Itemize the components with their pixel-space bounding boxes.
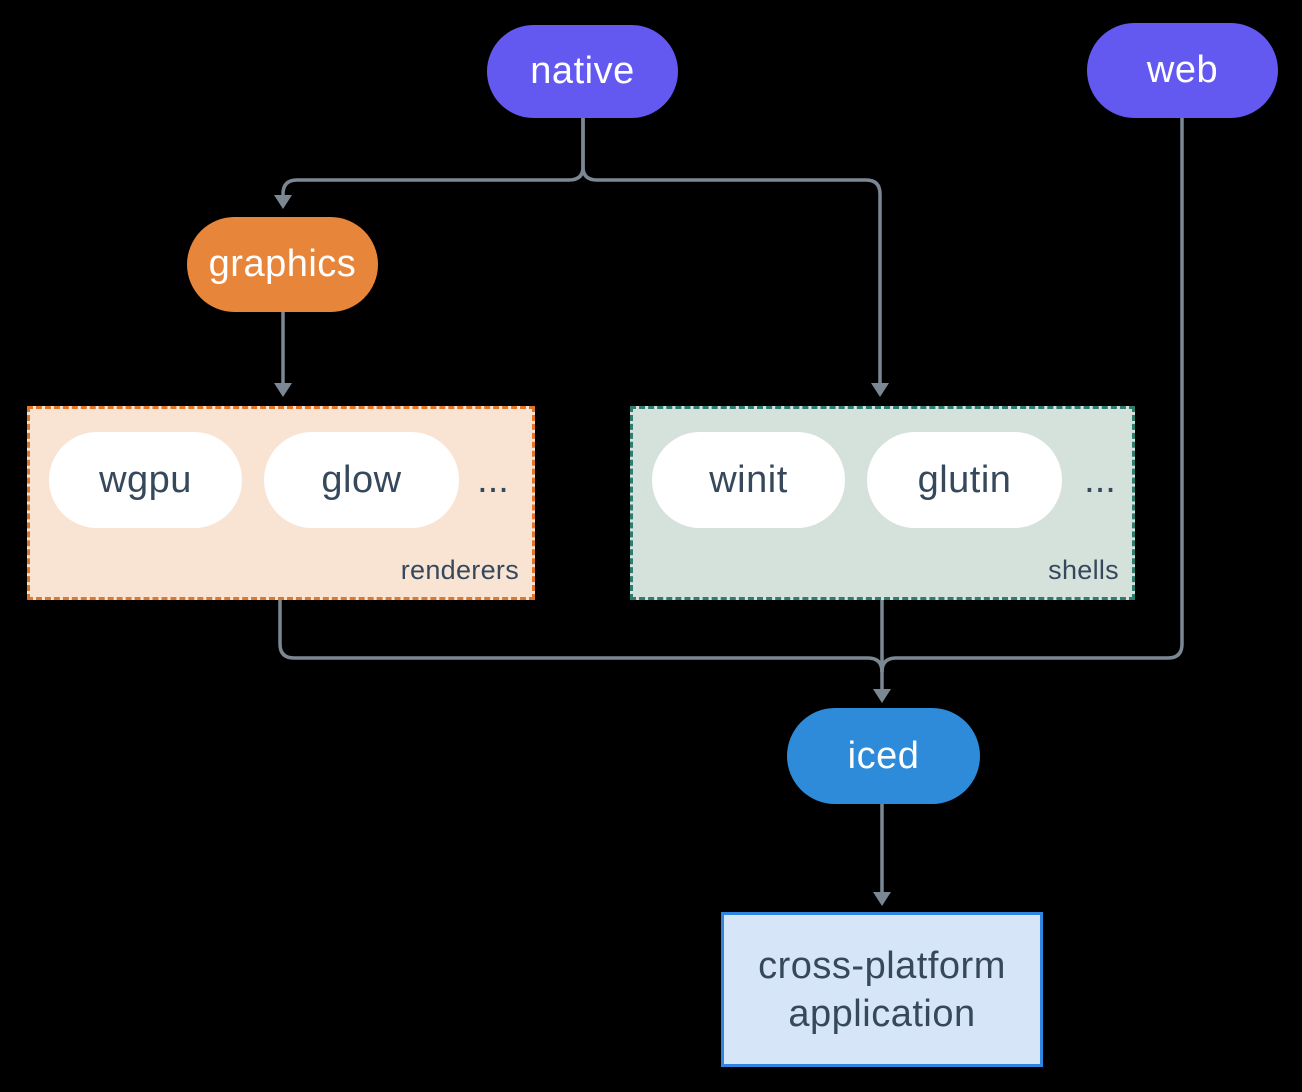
edge-renderers-to-iced xyxy=(278,600,884,673)
edge-native-to-graphics xyxy=(274,118,585,209)
node-glutin-label: glutin xyxy=(917,458,1012,501)
edge-native-to-shells xyxy=(581,118,889,397)
node-web: web xyxy=(1087,23,1278,118)
node-web-label: web xyxy=(1146,49,1219,91)
node-glow: glow xyxy=(264,432,459,528)
app-label-line-1: cross-platform xyxy=(758,944,1006,987)
node-iced: iced xyxy=(787,708,980,804)
renderers-ellipsis: ... xyxy=(477,458,509,501)
node-graphics: graphics xyxy=(187,217,378,312)
group-shells: winit glutin ... shells xyxy=(630,406,1135,600)
node-native: native xyxy=(487,25,678,118)
node-winit-label: winit xyxy=(709,458,788,501)
node-iced-label: iced xyxy=(847,734,920,777)
shells-group-label: shells xyxy=(1048,555,1119,585)
node-wgpu: wgpu xyxy=(49,432,242,528)
node-glow-label: glow xyxy=(321,458,402,501)
node-wgpu-label: wgpu xyxy=(99,458,192,501)
node-native-label: native xyxy=(530,50,635,92)
node-graphics-label: graphics xyxy=(208,243,357,285)
app-label-line-2: application xyxy=(788,992,976,1035)
group-renderers: wgpu glow ... renderers xyxy=(27,406,535,600)
node-winit: winit xyxy=(652,432,845,528)
renderers-group-label: renderers xyxy=(400,555,519,585)
node-glutin: glutin xyxy=(867,432,1062,528)
node-cross-platform-application: cross-platform application xyxy=(721,912,1043,1067)
shells-ellipsis: ... xyxy=(1084,458,1116,501)
